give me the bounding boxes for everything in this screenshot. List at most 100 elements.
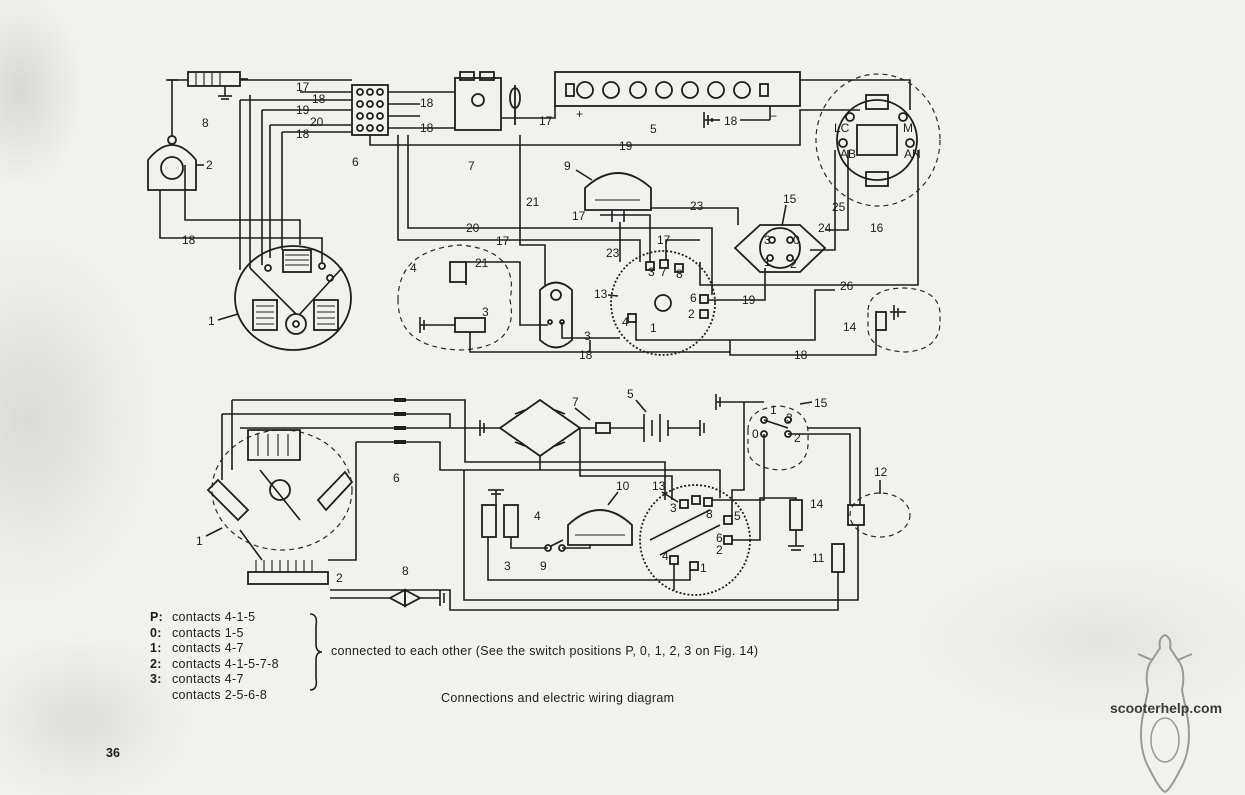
battery-schematic xyxy=(610,414,705,442)
label-bottom-2: 2 xyxy=(336,571,343,585)
legend-row: 2:contacts 4-1-5-7-8 xyxy=(150,657,279,673)
label-bottom-7: 7 xyxy=(572,395,579,409)
switch-terminal-2: 2 xyxy=(688,307,695,321)
legend-row: contacts 2-5-6-8 xyxy=(150,688,279,704)
wire-label-23b: 23 xyxy=(606,246,620,260)
label-bottom-11: 11 xyxy=(812,551,825,565)
legend-key: 1: xyxy=(150,641,162,655)
magneto-schematic xyxy=(206,429,354,561)
wire-label-25: 25 xyxy=(832,200,846,214)
bottom-switch-terminal-6: 6 xyxy=(716,531,723,545)
wire-label-19a: 19 xyxy=(296,103,310,117)
page-number: 36 xyxy=(106,746,120,760)
switch-position-legend: P:contacts 4-1-5 0:contacts 1-5 1:contac… xyxy=(150,610,279,703)
regulator-terminal-lc: LC xyxy=(834,121,850,135)
label-bottom-10: 10 xyxy=(616,479,630,493)
selector-terminal-2: 2 xyxy=(790,257,797,271)
coil-schematic xyxy=(247,560,329,585)
label-bottom-8: 8 xyxy=(402,564,409,578)
scooter-logo xyxy=(1137,633,1193,794)
wire-label-20b: 20 xyxy=(466,221,480,235)
legend-text: contacts 4-7 xyxy=(172,641,244,655)
figure-caption: Connections and electric wiring diagram xyxy=(441,691,675,705)
headlamp-schematic xyxy=(847,492,911,538)
legend-text: contacts 2-5-6-8 xyxy=(172,687,268,702)
battery xyxy=(554,71,801,107)
horn-schematic xyxy=(567,509,633,546)
bulb-schematic xyxy=(831,543,845,573)
battery-plus-sign: + xyxy=(576,107,583,121)
switch-terminal-1: 1 xyxy=(650,321,657,335)
wire-label-17d: 17 xyxy=(496,234,510,248)
switch-terminal-6: 6 xyxy=(690,291,697,305)
bottom-selector-terminal-2: 2 xyxy=(794,431,801,445)
legend-text: contacts 4-1-5 xyxy=(172,610,256,624)
ignition-switch xyxy=(610,250,716,356)
bottom-switch-terminal-2: 2 xyxy=(716,543,723,557)
wire-label-21a: 21 xyxy=(526,195,540,209)
label-bottom-4: 4 xyxy=(534,509,541,523)
bottom-switch-terminal-3: 3 xyxy=(670,501,677,515)
voltage-regulator xyxy=(815,73,941,207)
label-bottom-12: 12 xyxy=(874,465,888,479)
switch-terminal-8: 8 xyxy=(676,267,683,281)
wire-label-18c: 18 xyxy=(420,96,434,110)
wire-label-18g: 18 xyxy=(579,348,593,362)
connected-note: connected to each other (See the switch … xyxy=(331,644,759,658)
junction-schematic xyxy=(394,398,406,444)
wire-label-18f: 18 xyxy=(182,233,196,247)
legend-text: contacts 1-5 xyxy=(172,625,244,640)
top-wiring-diagram: 8 2 xyxy=(147,71,941,362)
rectifier xyxy=(454,71,521,131)
selector-terminal-1: 1 xyxy=(764,255,771,269)
wire-label-19c: 19 xyxy=(742,293,756,307)
label-bottom-5: 5 xyxy=(627,387,634,401)
legend-key: 2: xyxy=(150,656,162,671)
switch-terminal-3: 3 xyxy=(648,265,655,279)
bottom-switch-terminal-8: 8 xyxy=(706,507,713,521)
label-top-5: 5 xyxy=(650,122,657,136)
stop-switch-schematic xyxy=(544,539,566,552)
ht-coil xyxy=(147,79,204,191)
legend-key: 3: xyxy=(150,672,162,686)
battery-minus-sign: − xyxy=(770,109,777,123)
legend-row: 1: contacts 4-7 xyxy=(150,641,279,657)
label-top-8: 8 xyxy=(202,116,209,130)
bottom-selector-terminal-1: 1 xyxy=(770,403,777,417)
wire-label-18b: 18 xyxy=(296,127,310,141)
selector-terminal-0: 0 xyxy=(793,233,800,247)
label-top-15: 15 xyxy=(783,192,797,206)
legend-brace xyxy=(309,613,323,691)
legend-key: P: xyxy=(150,610,164,624)
bottom-switch-terminal-1: 1 xyxy=(700,561,707,575)
label-top-9: 3 xyxy=(584,329,591,343)
bottom-switch-terminal-4: 4 xyxy=(662,549,669,563)
label-bottom-1: 1 xyxy=(196,534,203,548)
light-selector xyxy=(733,224,827,273)
label-bottom-13: 13 xyxy=(652,479,666,493)
label-top-3: 3 xyxy=(482,305,489,319)
wire-label-17b: 17 xyxy=(539,114,553,128)
regulator-terminal-m: M xyxy=(903,121,913,135)
wire-label-21b: 21 xyxy=(475,256,489,270)
wire-label-23a: 23 xyxy=(690,199,704,213)
horn xyxy=(584,172,652,222)
wire-label-17c: 17 xyxy=(572,209,586,223)
wire-label-24: 24 xyxy=(818,221,832,235)
label-bottom-15: 15 xyxy=(814,396,828,410)
wire-label-18a: 18 xyxy=(312,92,326,106)
stop-light-switch-schematic xyxy=(788,499,804,551)
bottom-wiring-diagram: 1 2 8 6 xyxy=(196,387,911,611)
label-top-4: 4 xyxy=(410,261,417,275)
label-top-10: 9 xyxy=(564,159,571,173)
switch-terminal-4: 4 xyxy=(622,315,629,329)
watermark: scooterhelp.com xyxy=(1110,700,1223,716)
flywheel-magneto xyxy=(234,245,352,351)
legend-text: contacts 4-7 xyxy=(172,672,244,686)
bottom-wires xyxy=(221,399,861,611)
wire-label-19b: 19 xyxy=(619,139,633,153)
label-top-6: 6 xyxy=(352,155,359,169)
ground-symbol xyxy=(703,106,771,128)
label-bottom-9: 9 xyxy=(540,559,547,573)
